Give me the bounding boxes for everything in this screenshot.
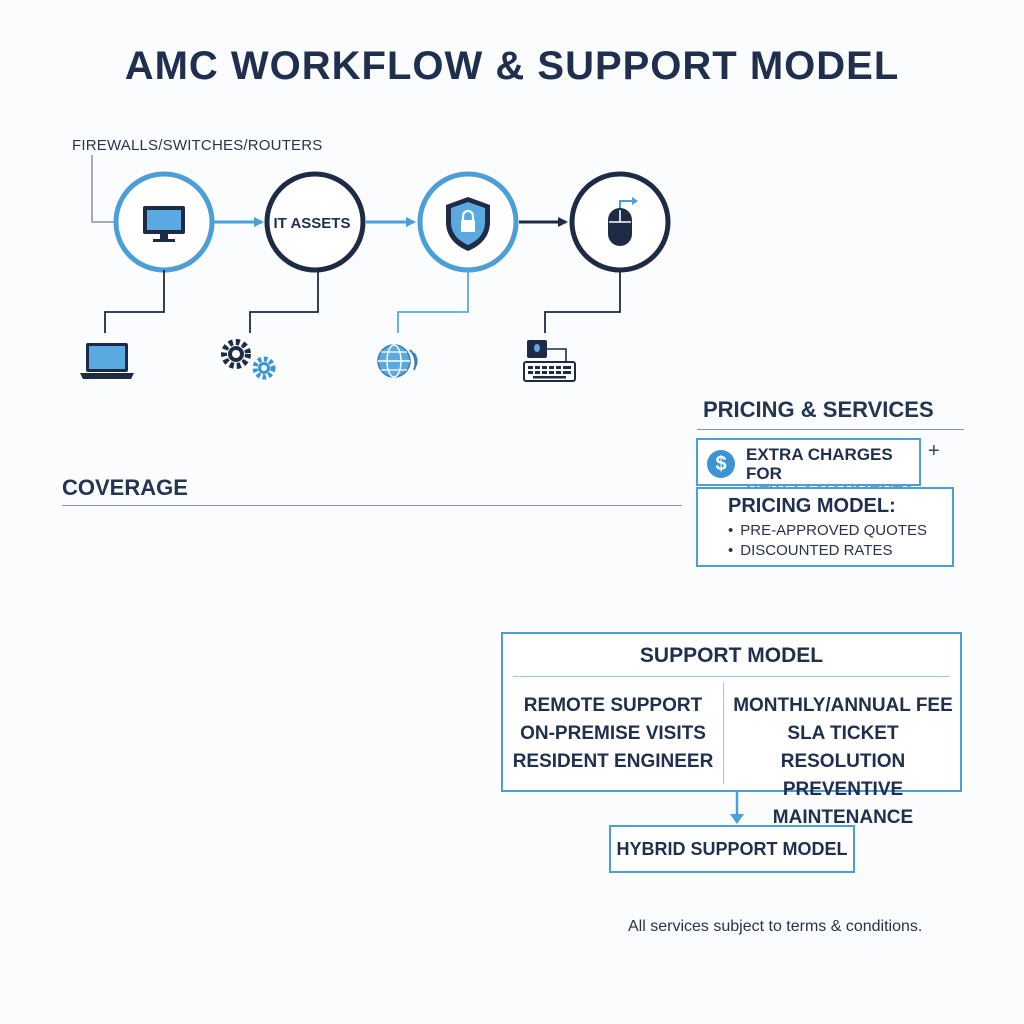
- connector-2: [249, 270, 319, 333]
- plus-icon: +: [928, 440, 940, 462]
- support-model-title: SUPPORT MODEL: [639, 644, 824, 667]
- connector-1: [104, 270, 165, 333]
- extra-charges-box: $ EXTRA CHARGES FOR NEW ASSIGNMENTS: [696, 438, 921, 502]
- gears-icon: [221, 339, 276, 380]
- page-title: AMC WORKFLOW & SUPPORT MODEL: [124, 44, 900, 88]
- coverage-rule: [62, 505, 682, 506]
- node-monitor: [113, 171, 215, 273]
- pricing-model-box: PRICING MODEL: PRE-APPROVED QUOTES DISCO…: [696, 487, 954, 567]
- mouse-icon: [608, 197, 638, 246]
- globe-icon: [377, 344, 418, 378]
- flow-label: FIREWALLS/SWITCHES/ROUTERS: [72, 137, 323, 154]
- coverage-heading: COVERAGE: [62, 475, 188, 500]
- node-it-assets: IT ASSETS: [264, 171, 366, 273]
- support-item: ON-PREMISE VISITS: [520, 723, 706, 744]
- monitor-icon: [143, 206, 185, 242]
- shield-lock-icon: [446, 197, 490, 251]
- pricing-model-item: PRE-APPROVED QUOTES: [728, 521, 927, 541]
- support-arrow: [730, 792, 744, 824]
- support-model-box: SUPPORT MODEL REMOTE SUPPORT ON-PREMISE …: [501, 632, 962, 828]
- pricing-model-list: PRE-APPROVED QUOTES DISCOUNTED RATES: [728, 521, 927, 561]
- pricing-model-item: DISCOUNTED RATES: [728, 541, 927, 561]
- support-model-left-column: REMOTE SUPPORT ON-PREMISE VISITS RESIDEN…: [509, 692, 717, 776]
- connector-4: [544, 270, 621, 333]
- pricing-rule: [697, 429, 964, 430]
- laptop-icon: [80, 343, 134, 379]
- connector-3: [397, 270, 469, 333]
- pricing-model-title: PRICING MODEL:: [728, 495, 896, 517]
- hybrid-support-model-box: HYBRID SUPPORT MODEL: [609, 825, 855, 873]
- node-security: [417, 171, 519, 273]
- node-it-assets-label: IT ASSETS: [274, 215, 351, 232]
- dollar-icon: $: [707, 450, 735, 478]
- support-model-rule: [513, 676, 950, 677]
- extra-charges-line-1: EXTRA CHARGES FOR: [746, 445, 893, 483]
- node-peripherals: [569, 171, 671, 273]
- keyboard-icon: [523, 340, 576, 382]
- support-item: RESIDENT ENGINEER: [512, 751, 714, 772]
- footer-note: All services subject to terms & conditio…: [628, 918, 923, 935]
- support-item: REMOTE SUPPORT: [523, 695, 703, 716]
- support-model-divider: [723, 682, 724, 784]
- support-item: MONTHLY/ANNUAL FEE: [733, 695, 953, 716]
- support-model-right-column: MONTHLY/ANNUAL FEE SLA TICKET RESOLUTION…: [727, 692, 959, 832]
- pricing-heading: PRICING & SERVICES: [703, 397, 934, 422]
- label-connector: [91, 155, 115, 223]
- workflow-diagram: IT ASSETS: [80, 155, 671, 382]
- support-item: PREVENTIVE MAINTENANCE: [772, 779, 914, 828]
- support-item: SLA TICKET RESOLUTION: [780, 723, 906, 772]
